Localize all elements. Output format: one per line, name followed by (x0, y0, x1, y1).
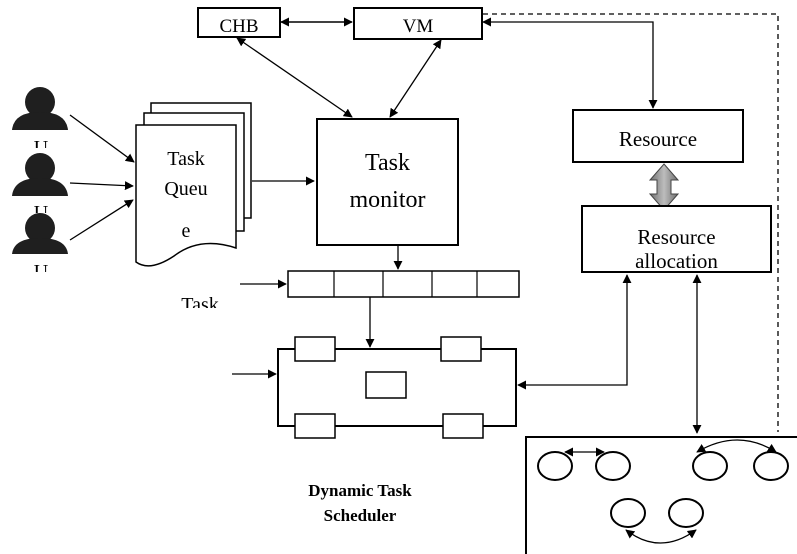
task-monitor-box: Task monitor (316, 118, 459, 246)
user2-arrow (69, 181, 134, 191)
resource-box: Resource (572, 109, 744, 163)
resource-allocation-line2: allocation (635, 251, 718, 271)
task-buffer (287, 270, 520, 298)
user-icon-2 (12, 153, 68, 196)
task-buffer-label: Task (181, 295, 219, 308)
user1-arrow (69, 114, 135, 163)
resource-label: Resource (618, 127, 698, 151)
user3-arrow (69, 199, 134, 241)
vm-box: VM (353, 7, 483, 40)
vm-box-label: VM (402, 17, 434, 37)
user-label-3: U (26, 262, 56, 272)
pool-arrow-2 (696, 439, 777, 453)
task-monitor-line2: monitor (349, 187, 426, 213)
task-queue-line1: Task (167, 148, 205, 170)
user-icon-1 (12, 87, 68, 130)
user-icon-3 (12, 213, 68, 254)
task-queue-line2: Queu (164, 178, 208, 200)
user-label-2: U (26, 203, 56, 213)
scheduler-title-line2: Scheduler (323, 506, 397, 525)
pool-arrow-3 (625, 529, 697, 544)
chb-monitor-arrow (236, 37, 353, 118)
task-monitor-line1: Task (365, 150, 410, 176)
scheduler-title-line1: Dynamic Task (308, 481, 412, 500)
scheduler-block (277, 336, 517, 439)
vm-resource-arrow (482, 17, 658, 109)
task-queue-line3: e (181, 221, 191, 237)
scheduler-allocation-arrow (517, 274, 632, 390)
vm-pool (525, 436, 797, 554)
task-queue-shape (135, 102, 252, 267)
resource-allocation-line1: Resource (637, 225, 716, 249)
chb-box: CHB (197, 7, 281, 38)
vm-monitor-arrow (389, 39, 442, 118)
chb-box-label: CHB (219, 17, 259, 36)
user-label-1: U (26, 138, 56, 148)
resource-allocation-box: Resource allocation (581, 205, 772, 273)
resource-double-arrow (648, 163, 680, 211)
